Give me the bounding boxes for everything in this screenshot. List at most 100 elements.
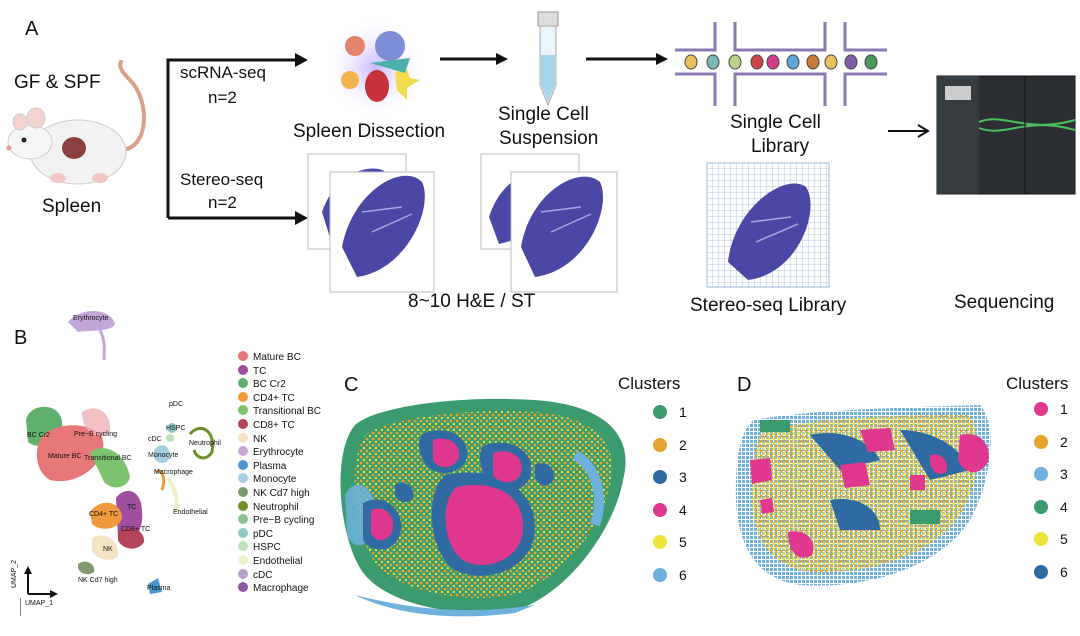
legend-item: CD4+ TC	[238, 391, 295, 406]
step-library-line2: Library	[751, 136, 810, 157]
cluster-legend-item: 3	[653, 467, 687, 487]
legend-swatch	[238, 555, 248, 565]
arrow-to-sequencer	[888, 124, 930, 138]
sequencer-icon	[936, 75, 1076, 195]
cluster-label: 3	[679, 469, 687, 485]
umap-label-tc: TC	[127, 504, 137, 511]
cluster-swatch	[653, 567, 667, 582]
cluster-swatch	[1034, 434, 1048, 449]
legend-label: BC Cr2	[253, 379, 286, 391]
cluster-swatch	[1034, 402, 1048, 416]
mouse-label: GF & SPF	[14, 72, 101, 93]
legend-swatch	[238, 351, 248, 361]
legend-item: BC Cr2	[238, 378, 286, 392]
legend-swatch	[238, 364, 248, 375]
cluster-legend-item: 4	[1034, 497, 1068, 517]
cluster-label: 6	[679, 566, 687, 583]
umap-axis-y: UMAP_2	[11, 559, 18, 588]
spatial-map-c	[340, 398, 626, 617]
legend-item: CD8+ TC	[238, 419, 295, 433]
legend-label: CD4+ TC	[253, 392, 295, 404]
sequencing-label: Sequencing	[954, 292, 1055, 313]
cluster-legend-item: 6	[1034, 562, 1068, 582]
legend-swatch	[238, 432, 248, 443]
umap-label-plasma: Plasma	[147, 585, 171, 592]
cluster-legend-item: 1	[1034, 399, 1068, 419]
branch2-label: Stereo-seq	[180, 170, 264, 189]
step-suspension-line2: Suspension	[499, 128, 599, 149]
umap-label-cd8: CD8+ TC	[121, 526, 151, 533]
legend-item: Erythrocyte	[238, 446, 304, 460]
legend-item: Pre−B cycling	[238, 514, 314, 528]
legend-label: pDC	[253, 528, 274, 540]
cluster-legend-item: 5	[1034, 529, 1068, 549]
step-library-line1: Single Cell	[730, 112, 821, 133]
umap-label-pdc: pDC	[169, 401, 184, 408]
he-sections-2	[480, 153, 618, 293]
branch1-label: scRNA-seq	[180, 63, 266, 82]
cluster-swatch	[1034, 564, 1048, 579]
legend-item: Neutrophil	[238, 500, 299, 515]
cluster-label: 3	[1060, 466, 1068, 482]
umap-label-nk: NK	[103, 546, 113, 553]
legend-item: Endothelial	[238, 555, 302, 569]
cluster-legend-item: 5	[653, 532, 687, 552]
step-dissection: Spleen Dissection	[293, 121, 446, 142]
droplet-channels-icon	[675, 22, 887, 106]
cluster-swatch	[1034, 532, 1048, 546]
cluster-swatch	[653, 535, 667, 549]
legend-item: Transitional BC	[238, 405, 321, 419]
he-sections-1	[307, 153, 435, 293]
arrow-to-suspension	[440, 53, 508, 65]
cluster-label: 5	[679, 534, 687, 550]
cluster-legend-item: 6	[653, 565, 687, 585]
legend-swatch	[238, 541, 248, 552]
mouse-icon	[6, 60, 146, 185]
legend-item: cDC	[238, 568, 272, 583]
legend-swatch	[238, 405, 248, 416]
cluster-legend-item: 2	[1034, 432, 1068, 452]
clusters-title-c: Clusters	[618, 374, 681, 393]
legend-item: Macrophage	[238, 582, 309, 596]
branch1-n: n=2	[208, 88, 237, 107]
umap-label-erythrocyte: Erythrocyte	[73, 315, 109, 322]
cluster-label: 5	[1060, 531, 1068, 547]
panel-a-letter: A	[25, 18, 39, 40]
legend-item: HSPC	[238, 541, 281, 555]
legend-label: Erythrocyte	[253, 447, 304, 459]
legend-label: Pre−B cycling	[253, 515, 315, 527]
umap-axis-x: UMAP_1	[25, 600, 54, 607]
organ-label: Spleen	[42, 196, 102, 217]
legend-label: Macrophage	[253, 583, 309, 595]
cluster-swatch	[1034, 499, 1048, 514]
legend-label: HSPC	[253, 542, 281, 554]
arrow-to-library	[586, 53, 668, 65]
legend-label: Transitional BC	[253, 406, 321, 418]
umap-label-cd4: CD4+ TC	[89, 511, 119, 518]
legend-label: NK	[253, 433, 267, 445]
cluster-label: 6	[1060, 563, 1068, 580]
spatial-map-d	[735, 405, 991, 586]
cluster-label: 4	[679, 501, 687, 518]
cluster-swatch	[1034, 467, 1048, 481]
legend-label: Neutrophil	[253, 501, 299, 513]
panel-c-letter: C	[344, 374, 359, 396]
legend-item: Mature BC	[238, 351, 301, 365]
legend-label: Monocyte	[253, 474, 297, 486]
panel-d-letter: D	[737, 374, 752, 396]
legend-item: Monocyte	[238, 473, 296, 487]
legend-swatch	[238, 459, 248, 470]
step-suspension-line1: Single Cell	[498, 104, 589, 125]
clusters-title-d: Clusters	[1006, 374, 1069, 393]
cluster-legend-item: 1	[653, 402, 687, 422]
legend-swatch	[238, 419, 248, 429]
cluster-swatch	[653, 405, 667, 419]
cluster-label: 2	[679, 436, 687, 453]
legend-swatch	[238, 378, 248, 389]
branch2-n: n=2	[208, 193, 237, 212]
legend-item: pDC	[238, 527, 274, 542]
umap-label-hspc: HSPC	[166, 425, 186, 432]
legend-swatch	[238, 500, 248, 511]
legend-swatch	[238, 473, 248, 484]
legend-swatch	[238, 514, 248, 525]
